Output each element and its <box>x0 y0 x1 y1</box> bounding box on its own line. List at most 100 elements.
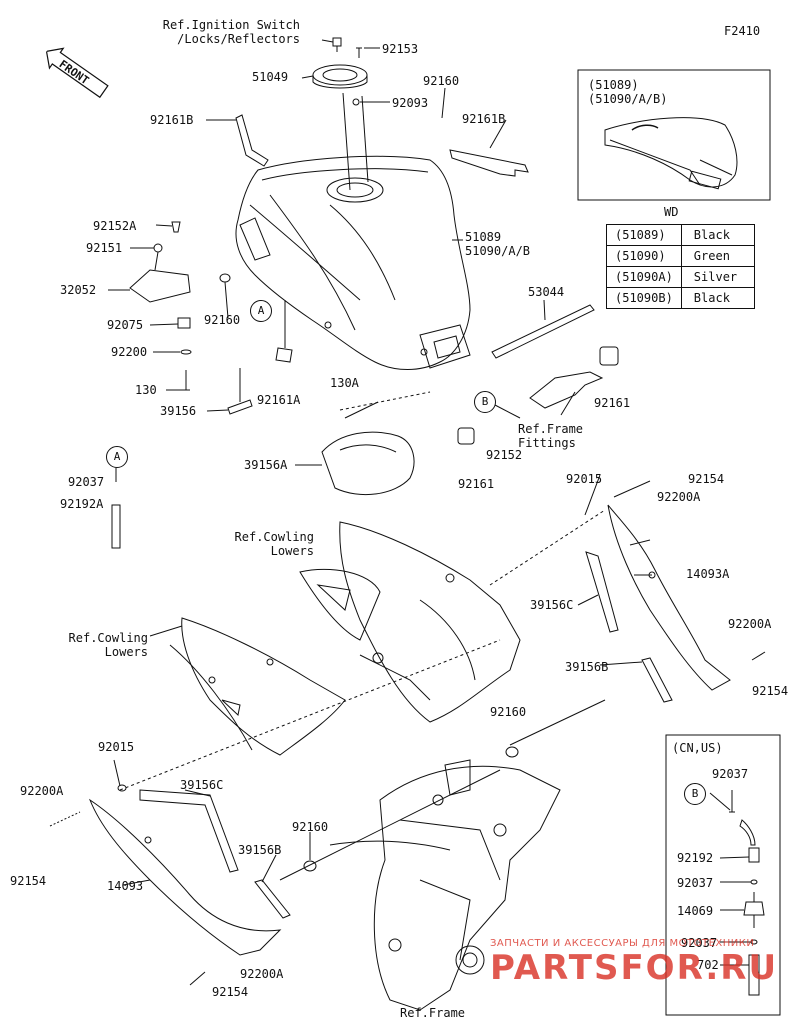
inset-label-92192: 92192 <box>677 851 714 865</box>
label-51049: 51049 <box>252 70 289 84</box>
inset-cn-us-frame <box>665 734 781 1016</box>
label-92160: 92160 <box>423 74 460 88</box>
label-92015: 92015 <box>566 472 603 486</box>
label-92200a: 92200A <box>657 490 701 504</box>
label-92075: 92075 <box>107 318 144 332</box>
label-39156: 39156 <box>160 404 197 418</box>
label-14093: 14093 <box>107 879 144 893</box>
watermark-logo: PARTSFOR.RU <box>490 948 779 988</box>
callout-b: B <box>684 783 706 805</box>
inset-label-702: 702 <box>697 958 719 972</box>
color-table-row: (51090)Green <box>606 245 755 267</box>
color-table-part: (51090) <box>606 245 682 267</box>
color-table-color: Green <box>680 245 755 267</box>
label-32052: 32052 <box>60 283 97 297</box>
strip-39156b-left <box>254 879 291 919</box>
label-92015: 92015 <box>98 740 135 754</box>
callout-a: A <box>106 446 128 468</box>
label-92154: 92154 <box>688 472 725 486</box>
fuel-tank <box>235 155 471 370</box>
inset-wd-label: WD <box>664 205 679 219</box>
frame <box>329 759 561 1011</box>
label-92192a: 92192A <box>60 497 104 511</box>
label-92160: 92160 <box>292 820 329 834</box>
inset-cn-us-title: (CN,US) <box>672 741 723 755</box>
bracket-92161b-right <box>449 149 529 177</box>
label-92161b: 92161B <box>462 112 506 126</box>
color-table-part: (51089) <box>606 224 682 246</box>
left-inner-cowl <box>169 617 346 756</box>
label-92152: 92152 <box>486 448 523 462</box>
callout-a: A <box>250 300 272 322</box>
strip-53044 <box>491 304 595 359</box>
left-side-panel-14093 <box>88 798 282 956</box>
label-92160: 92160 <box>490 705 527 719</box>
figure-code: F2410 <box>724 24 761 38</box>
inset-tank-title: (51089) (51090/A/B) <box>588 78 668 106</box>
label-39156b: 39156B <box>565 660 609 674</box>
watermark-tagline: ЗАПЧАСТИ И АКСЕССУАРЫ ДЛЯ МОТОТЕХНИКИ <box>490 938 755 949</box>
pad-39156a <box>321 431 415 496</box>
label-92161b: 92161B <box>150 113 194 127</box>
label-92037: 92037 <box>68 475 105 489</box>
label-130a: 130A <box>330 376 359 390</box>
color-table-color: Black <box>680 287 755 309</box>
label-92154: 92154 <box>752 684 789 698</box>
label-92161: 92161 <box>594 396 631 410</box>
inset-label-92037: 92037 <box>677 876 714 890</box>
tube-92192a <box>111 504 121 549</box>
frame-fitting <box>529 371 604 409</box>
fuel-cap <box>312 37 369 191</box>
label-92151: 92151 <box>86 241 123 255</box>
label-39156c: 39156C <box>530 598 574 612</box>
label-92161: 92161 <box>458 477 495 491</box>
inset-tank-wd-frame <box>577 69 771 201</box>
color-table-row: (51089)Black <box>606 224 755 246</box>
rubber-92161-right <box>599 346 619 366</box>
strip-39156c-right <box>585 551 619 633</box>
label-ref-frame: Ref.Frame <box>400 1006 466 1020</box>
label-92200a: 92200A <box>20 784 64 798</box>
inset-label-14069: 14069 <box>677 904 714 918</box>
label-92200: 92200 <box>111 345 148 359</box>
label-14093a: 14093A <box>686 567 730 581</box>
label-ref-cowling-lowers: Ref.Cowling Lowers <box>234 530 314 558</box>
rubber-92161-center <box>457 427 475 445</box>
label-ref-frame-fittings: Ref.Frame Fittings <box>518 422 584 450</box>
label-51089-51090: 51089 51090/A/B <box>465 230 531 258</box>
label-92200a: 92200A <box>728 617 772 631</box>
inset-cn-us-parts <box>709 790 765 996</box>
right-side-panel-14093a <box>607 504 731 691</box>
label-39156c: 39156C <box>180 778 224 792</box>
strip-39156c-left <box>139 789 239 873</box>
color-table-part: (51090A) <box>606 266 682 288</box>
label-92093: 92093 <box>392 96 429 110</box>
color-table-color: Silver <box>680 266 755 288</box>
bracket-92161b-left <box>235 114 269 167</box>
label-92154: 92154 <box>10 874 47 888</box>
label-92160: 92160 <box>204 313 241 327</box>
label-53044: 53044 <box>528 285 565 299</box>
strip-39156b-right <box>641 657 673 703</box>
label-92161a: 92161A <box>257 393 301 407</box>
color-variant-table: (51089)Black(51090)Green(51090A)Silver(5… <box>606 224 755 309</box>
inset-label-92037: 92037 <box>712 767 749 781</box>
label-39156b: 39156B <box>238 843 282 857</box>
label-ref-ignition-switch: Ref.Ignition Switch /Locks/Reflectors <box>162 18 300 46</box>
label-39156a: 39156A <box>244 458 288 472</box>
label-ref-cowling-lowers: Ref.Cowling Lowers <box>68 631 148 659</box>
label-92200a: 92200A <box>240 967 284 981</box>
label-92153: 92153 <box>382 42 419 56</box>
label-130: 130 <box>135 383 157 397</box>
inset-label-92037: 92037 <box>681 936 718 950</box>
color-table-row: (51090B)Black <box>606 287 755 309</box>
color-table-part: (51090B) <box>606 287 682 309</box>
right-inner-cowl <box>299 521 521 723</box>
label-92152a: 92152A <box>93 219 137 233</box>
callout-b: B <box>474 391 496 413</box>
color-table-row: (51090A)Silver <box>606 266 755 288</box>
label-92154: 92154 <box>212 985 249 999</box>
inset-tank-sketch <box>604 117 738 190</box>
left-mount-parts <box>129 221 293 415</box>
